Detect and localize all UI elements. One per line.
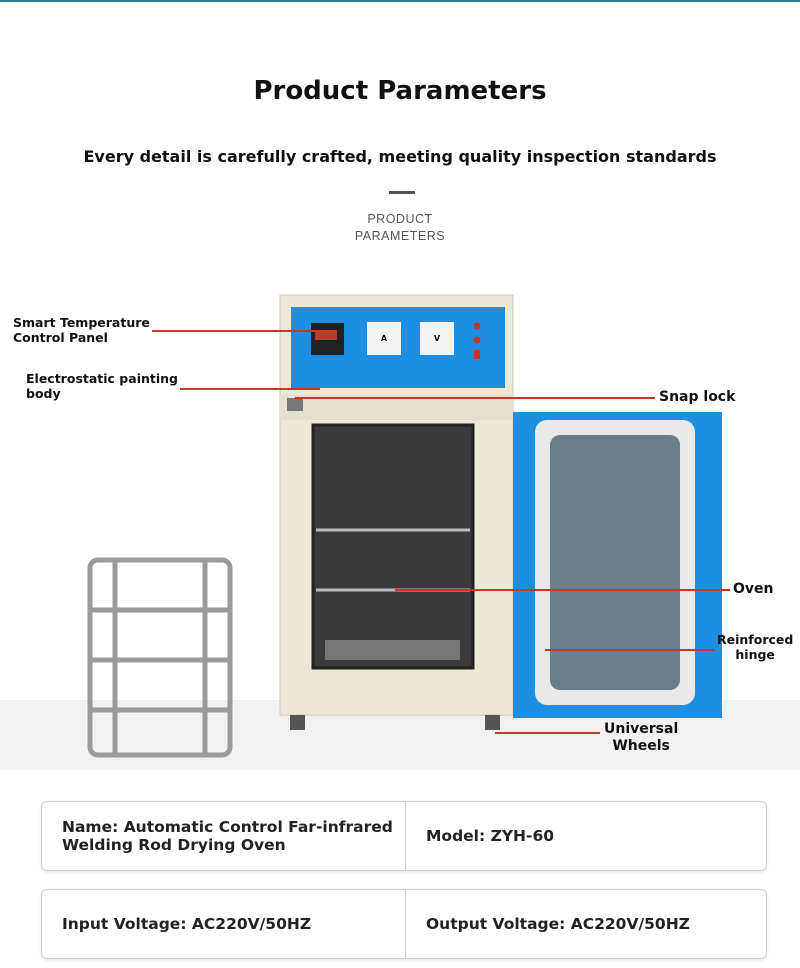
- param-output-voltage: Output Voltage: AC220V/50HZ: [426, 915, 690, 933]
- oven-chamber: [311, 423, 475, 670]
- divider: [389, 191, 415, 194]
- page-title: Product Parameters: [253, 76, 547, 106]
- product-photo: A V: [0, 290, 800, 770]
- callout-text: hinge: [735, 647, 775, 662]
- param-text: Name: Automatic Control Far-infrared: [62, 818, 393, 836]
- page-subtitle: Every detail is carefully crafted, meeti…: [83, 147, 717, 166]
- param-text: Welding Rod Drying Oven: [62, 836, 286, 854]
- callout-text: Reinforced: [717, 632, 794, 647]
- section-label-line: PARAMETERS: [354, 229, 446, 243]
- param-model: Model: ZYH-60: [426, 827, 555, 845]
- rack: [87, 557, 233, 758]
- callout-text: Wheels: [612, 738, 670, 754]
- section-label: PRODUCT PARAMETERS: [0, 211, 800, 245]
- section-label-line: PRODUCT: [367, 212, 433, 226]
- callout-text: Smart Temperature: [13, 315, 150, 330]
- param-input-voltage: Input Voltage: AC220V/50HZ: [42, 890, 406, 958]
- callout-snap-lock: Snap lock: [659, 389, 736, 405]
- voltmeter-label: V: [434, 334, 441, 343]
- callout-text: Electrostatic painting: [26, 371, 178, 386]
- top-accent-line: [0, 0, 800, 2]
- param-row: Input Voltage: AC220V/50HZ Output Voltag…: [41, 889, 767, 959]
- ammeter-label: A: [381, 334, 388, 343]
- callout-oven: Oven: [733, 581, 774, 597]
- callout-text: body: [26, 386, 61, 401]
- callout-text: Universal: [604, 721, 679, 737]
- callout-text: Control Panel: [13, 330, 108, 345]
